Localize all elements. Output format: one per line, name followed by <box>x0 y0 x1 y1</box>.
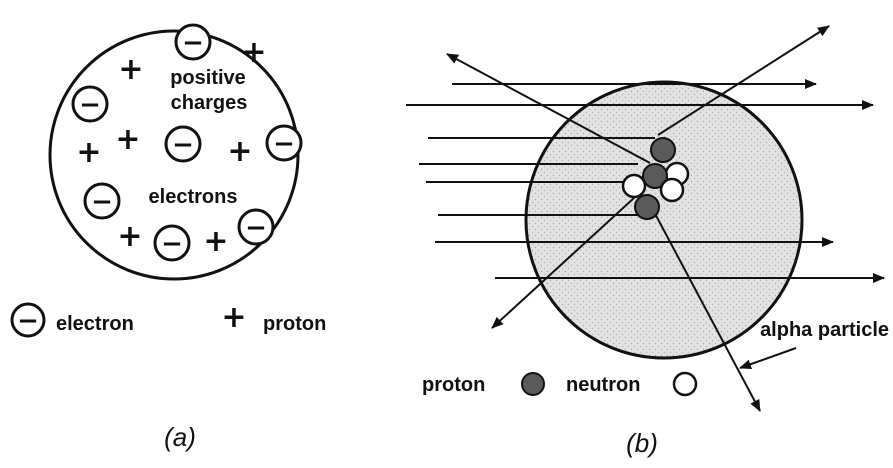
neutron-particle <box>621 173 647 199</box>
legend-neutron-icon <box>672 371 698 397</box>
legend-electron-symbol: − <box>10 302 46 338</box>
proton-plus-symbol: + <box>241 35 266 70</box>
proton-particle <box>650 137 676 163</box>
deflected-paths <box>446 25 830 412</box>
legend-proton-symbol: + <box>221 300 246 335</box>
label-electrons: electrons <box>149 186 238 208</box>
electron-symbol: − <box>164 125 202 163</box>
legend-neutron-label: neutron <box>566 374 640 396</box>
electron-symbol: − <box>153 224 191 262</box>
undeflected-paths <box>406 79 885 283</box>
svg-text:−: − <box>161 229 183 259</box>
proton-particle <box>642 163 668 189</box>
proton-plus-symbol: + <box>115 122 140 157</box>
alpha-path-deflected <box>446 53 651 164</box>
svg-text:−: − <box>182 28 204 58</box>
svg-text:−: − <box>17 306 39 336</box>
svg-text:−: − <box>273 129 295 159</box>
panel-b-rutherford-model: alpha particle proton neutron (b) <box>406 25 889 458</box>
caption-b: (b) <box>626 428 658 458</box>
caption-a: (a) <box>164 422 196 452</box>
electron-symbol: − <box>174 23 212 61</box>
svg-text:−: − <box>79 90 101 120</box>
legend-proton-icon <box>521 372 545 396</box>
label-positive: positive <box>170 67 246 89</box>
proton-plus-symbol: + <box>76 135 101 170</box>
alpha-path-deflected <box>491 197 635 329</box>
proton-particle <box>634 194 660 220</box>
label-charges: charges <box>171 92 248 114</box>
electron-symbol: − <box>237 208 275 246</box>
electron-symbol: − <box>83 182 121 220</box>
label-alpha-particle: alpha particle <box>760 319 889 341</box>
proton-plus-symbol: + <box>117 219 142 254</box>
neutron-particle <box>659 177 685 203</box>
alpha-path-deflected <box>651 207 761 412</box>
legend-proton-label: proton <box>263 313 326 335</box>
panel-a-plum-pudding-model: − − − − − − − + + + + + + <box>10 23 326 452</box>
electron-symbol: − <box>71 85 109 123</box>
legend-electron-label: electron <box>56 313 134 335</box>
alpha-path-deflected <box>657 25 830 136</box>
legend-proton-label: proton <box>422 374 485 396</box>
svg-text:−: − <box>245 213 267 243</box>
svg-text:−: − <box>91 187 113 217</box>
atom-sphere-shaded <box>524 80 804 360</box>
nucleus <box>621 137 690 220</box>
proton-plus-symbol: + <box>118 52 143 87</box>
electron-symbol: − <box>265 124 303 162</box>
proton-plus-symbol: + <box>203 224 228 259</box>
svg-text:−: − <box>172 130 194 160</box>
alpha-label-pointer <box>739 347 797 370</box>
proton-plus-symbol: + <box>227 134 252 169</box>
